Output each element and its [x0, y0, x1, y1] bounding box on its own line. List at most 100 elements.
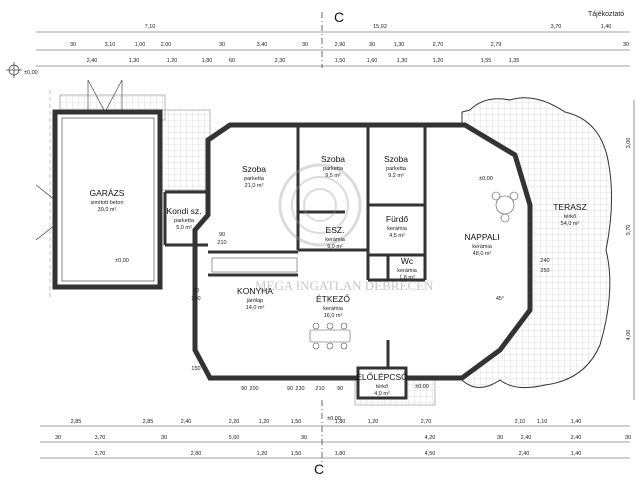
room-name: Wc: [401, 256, 414, 266]
dining-table: [309, 322, 351, 350]
bottom-dim-row2: 30: [497, 435, 503, 441]
bottom-dim-row1: 1,20: [368, 419, 379, 425]
top-dim-row3: 1,35: [509, 58, 520, 64]
room-floor: kerámia: [325, 237, 346, 243]
bottom-dim-row1: 2,20: [229, 419, 240, 425]
room-area: 54,0 m²: [561, 221, 580, 227]
top-dim-row3: 1,30: [397, 58, 408, 64]
bottom-dim-row2: 3,70: [95, 435, 106, 441]
bottom-dimension-lines: [40, 425, 630, 459]
room-name: KONYHA: [237, 286, 273, 296]
right-dimension-texts: 3,003,704,00: [626, 138, 632, 341]
room-floor: térkő: [376, 384, 388, 390]
section-label-bottom: C: [314, 461, 324, 477]
level-value: ±0,00: [479, 176, 493, 182]
room-name: ELŐLÉPCSŐ: [356, 372, 408, 382]
room-floor: kerámia: [472, 244, 493, 250]
room-floor: kerámia: [387, 226, 408, 232]
room-name: Kondi sz.: [167, 206, 202, 216]
room-name: Fürdő: [386, 214, 408, 224]
door-dimension: 45°: [496, 296, 504, 302]
front-step-walls: [356, 366, 408, 400]
bottom-dim-row1: 1,40: [571, 419, 582, 425]
room-area: 9,0 m²: [327, 244, 343, 250]
bottom-dim-row1: 2,70: [421, 419, 432, 425]
level-value: ±0,00: [327, 416, 341, 422]
room-area: 39,0 m²: [98, 207, 117, 213]
interior-walls: [163, 125, 427, 378]
room-floor: parketta: [323, 166, 344, 172]
top-dim-row3: 2,30: [275, 58, 286, 64]
room-floor: térkő: [564, 214, 576, 220]
door-dimension: 90: [241, 386, 247, 392]
room-name: Szoba: [242, 164, 266, 174]
top-dim-row3: 1,80: [202, 58, 213, 64]
room-area: 16,0 m²: [324, 313, 343, 319]
bottom-dim-row2: 5,60: [229, 435, 240, 441]
top-dim-row2: 1,30: [394, 42, 405, 48]
bottom-dim-row3: 2,80: [191, 451, 202, 457]
top-dim-row2: 2,00: [161, 42, 172, 48]
garage-door-icon: [35, 79, 123, 241]
top-dim-row2: 30: [302, 42, 308, 48]
door-dimension: 210: [217, 240, 226, 246]
top-dim-row2: 2,70: [433, 42, 444, 48]
level-marker-text: ±0,00: [24, 70, 38, 76]
door-dimension: 90: [287, 386, 293, 392]
room-area: 4,5 m²: [389, 233, 405, 239]
room-floor: járólap: [246, 298, 264, 304]
room-name: TERASZ: [553, 202, 587, 212]
bottom-dim-row3: 1,50: [291, 451, 302, 457]
bottom-dim-row2: 4,20: [425, 435, 436, 441]
bottom-dim-row2: 30: [55, 435, 61, 441]
room-area: 14,0 m²: [246, 305, 265, 311]
room-area: 4,0 m²: [374, 391, 390, 397]
door-dimension: 90: [337, 386, 343, 392]
watermark-logo: [278, 163, 362, 247]
top-dim-row2: 3,10: [105, 42, 116, 48]
door-dimension: 250: [540, 268, 549, 274]
top-dim-row3: 1,50: [335, 58, 346, 64]
door-dimension: 240: [540, 258, 549, 264]
door-dimension: 90: [193, 288, 199, 294]
top-dim-row1: 15,02: [373, 24, 387, 30]
room-name: Szoba: [321, 154, 345, 164]
bottom-dim-row2: 30: [301, 435, 307, 441]
room-name: ÉTKEZŐ: [316, 294, 350, 304]
room-name: Szoba: [384, 154, 408, 164]
bottom-dim-row1: 1,50: [291, 419, 302, 425]
room-area: 21,0 m²: [245, 183, 264, 189]
door-dimension: 90: [219, 232, 225, 238]
top-dim-row3: 1,20: [433, 58, 444, 64]
bottom-dim-row3: 3,70: [95, 451, 106, 457]
room-area: 9,5 m²: [325, 173, 341, 179]
orientation-label: Tájékoztató: [588, 11, 624, 18]
bottom-dim-row2: 2,40: [571, 435, 582, 441]
top-dim-row2: 30: [623, 42, 629, 48]
top-dim-row2: 30: [70, 42, 76, 48]
bottom-dim-row2: 2,40: [521, 435, 532, 441]
room-floor: parketta: [386, 166, 407, 172]
watermark-text: MEGA INGATLAN DEBRECEN: [255, 278, 434, 293]
right-dim: 3,70: [626, 225, 632, 236]
room-floor: parketta: [244, 176, 265, 182]
room-name: ESZ.: [326, 225, 345, 235]
bottom-dim-row1: 2,10: [515, 419, 526, 425]
bottom-dim-row2: 30: [161, 435, 167, 441]
room-floor: parketta: [174, 218, 195, 224]
room-name: NAPPALI: [464, 232, 499, 242]
top-dim-row3: 1,30: [129, 58, 140, 64]
door-dimension: 230: [191, 296, 200, 302]
room-area: 48,0 m²: [473, 251, 492, 257]
kitchen-counter: [211, 257, 298, 273]
top-dim-row2: 30: [369, 42, 375, 48]
bottom-dim-row3: 1,40: [571, 451, 582, 457]
top-dim-row3: 60: [229, 58, 235, 64]
room-floor: kerámia: [397, 268, 418, 274]
door-dimension: 200: [249, 386, 258, 392]
bottom-dim-row3: 2,40: [519, 451, 530, 457]
bottom-dim-row1: 2,40: [181, 419, 192, 425]
